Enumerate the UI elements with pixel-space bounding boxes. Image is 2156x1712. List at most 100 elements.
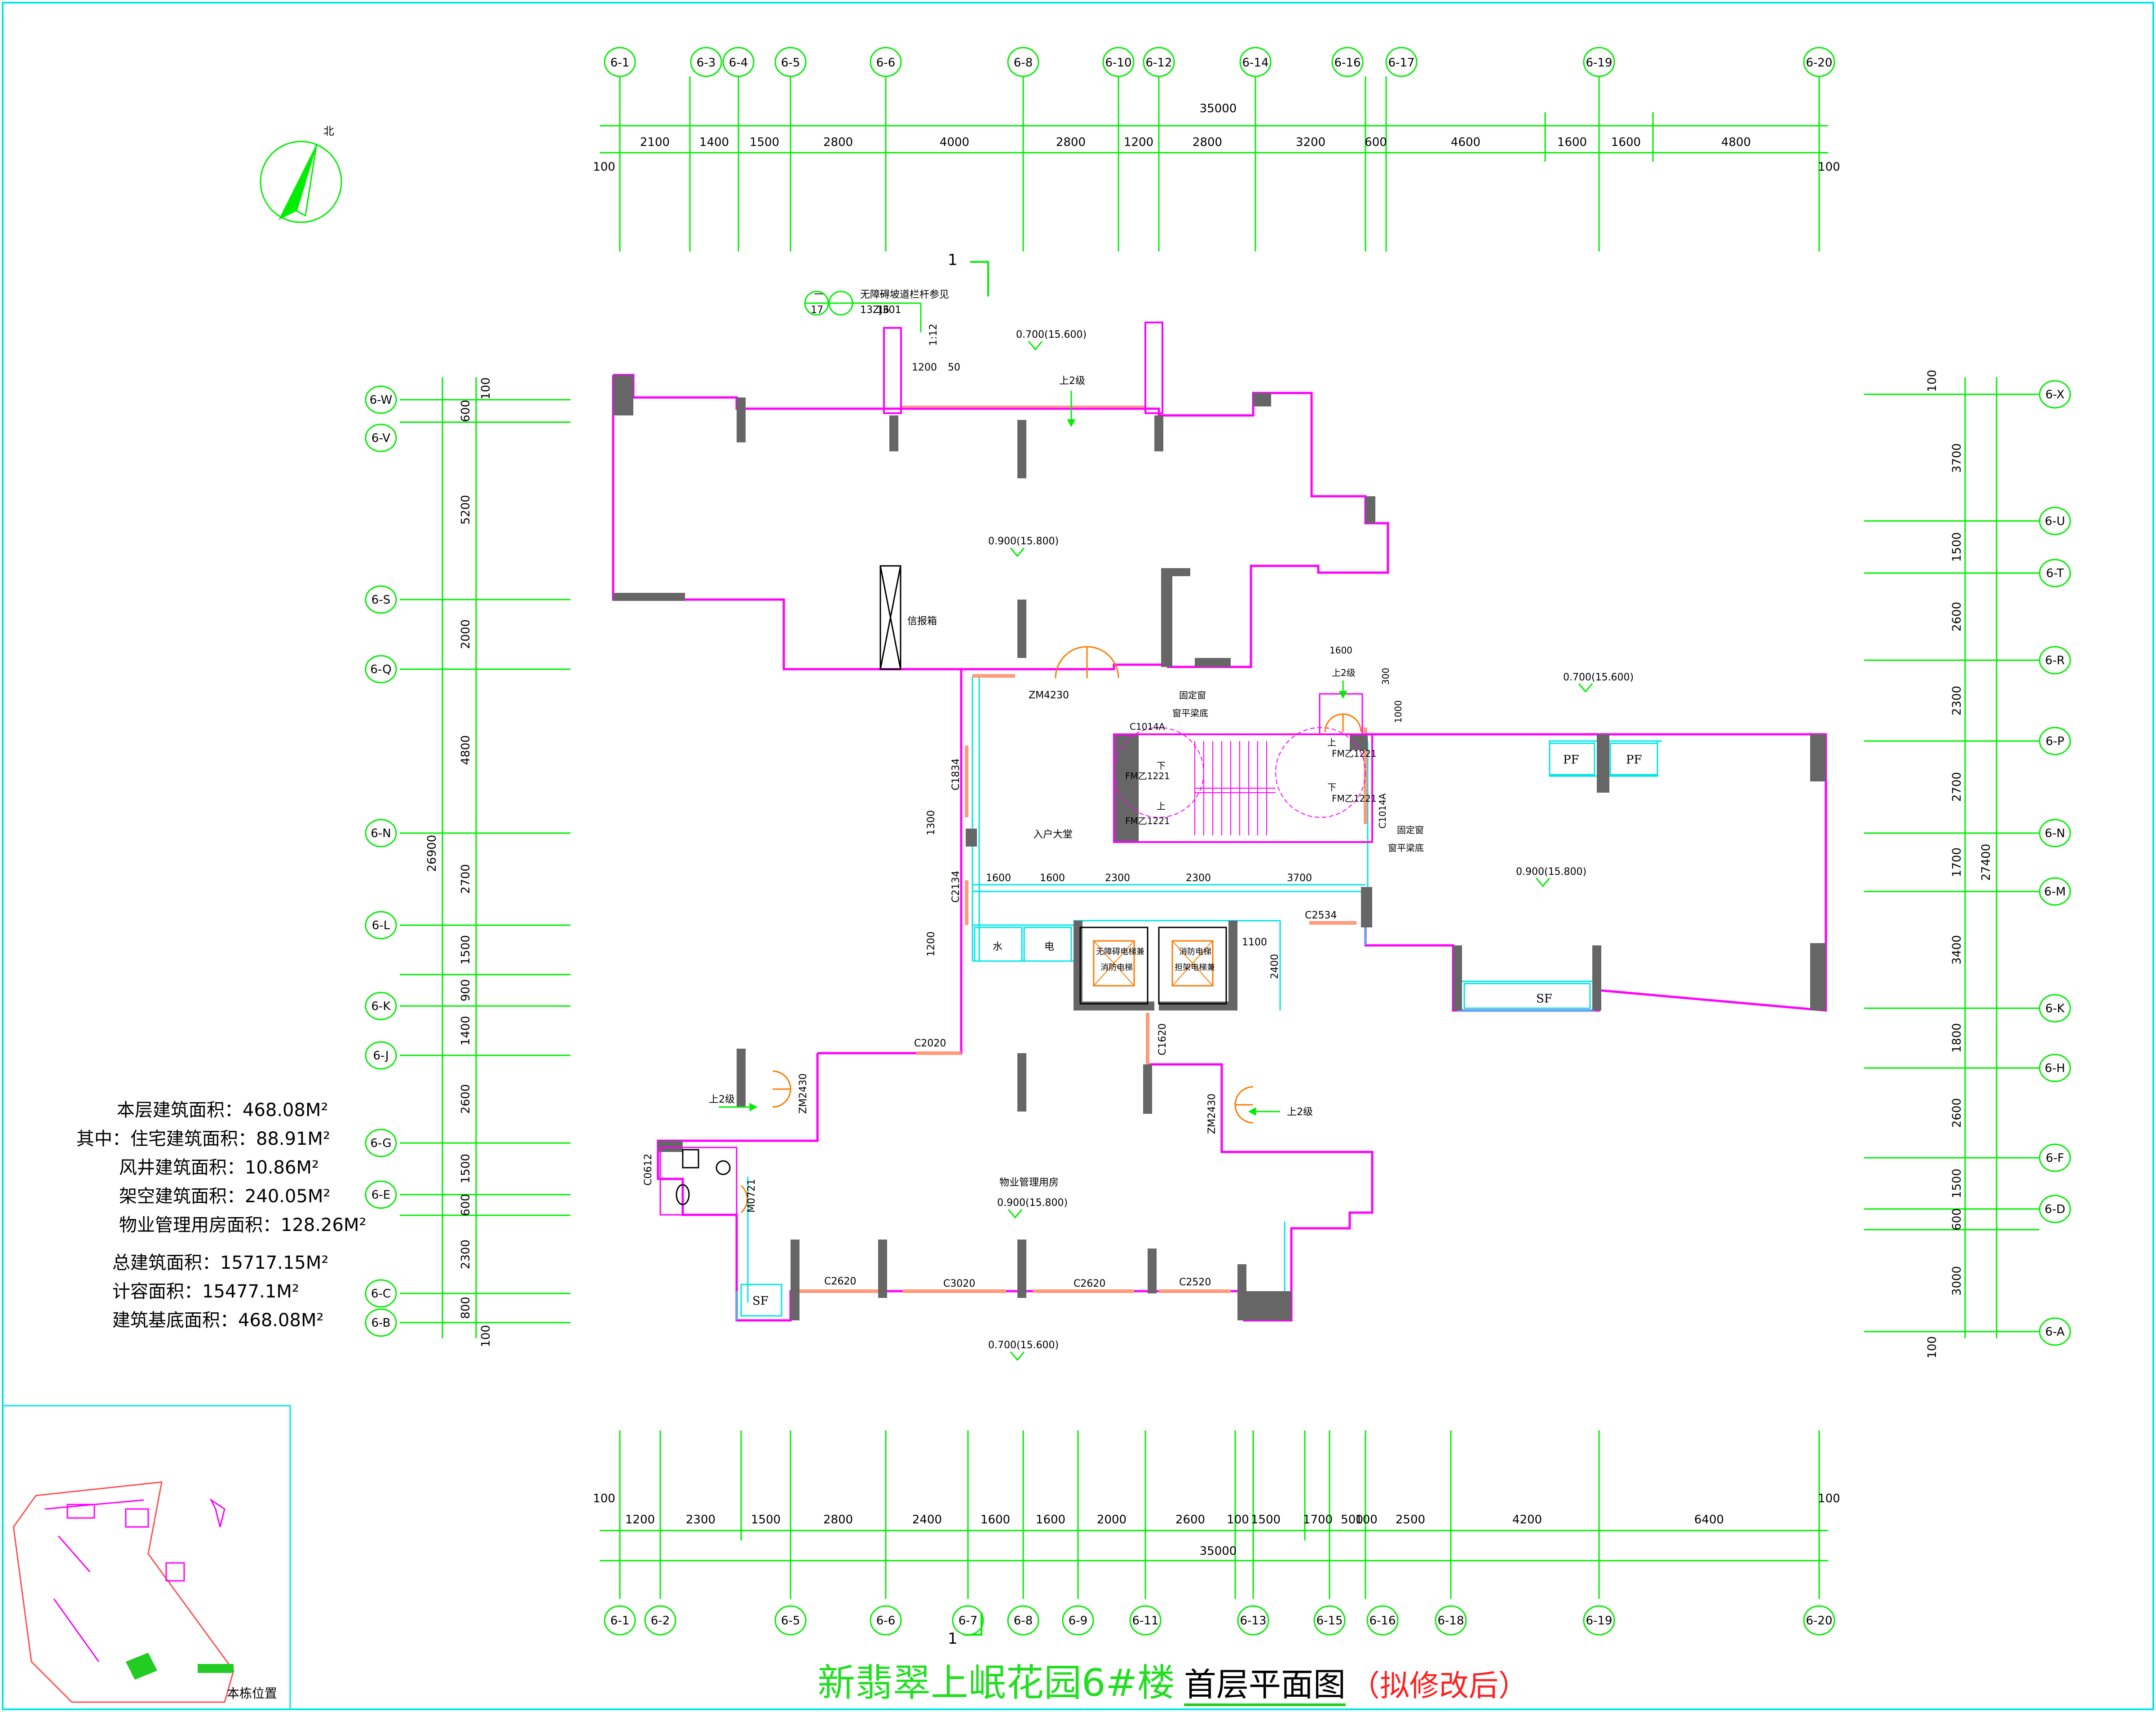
elev-right: 0.900(15.800) <box>1516 866 1586 878</box>
dim-left-1: 600 <box>459 400 473 422</box>
axis-left-v: 6-V <box>371 432 390 445</box>
elev-bottom: 0.700(15.600) <box>988 1340 1059 1351</box>
sill-note-right: 窗平梁底 <box>1388 843 1424 853</box>
axis-right-t: 6-T <box>2046 567 2064 580</box>
axis-bottom-18: 6-18 <box>1437 1614 1464 1628</box>
axis-bottom-19: 6-19 <box>1586 1614 1612 1628</box>
detail-b-bottom: 16 <box>877 304 889 316</box>
restroom <box>659 1147 748 1216</box>
axis-left-s: 6-S <box>371 593 390 607</box>
ramp-ref: 13ZJ301 <box>860 304 901 316</box>
axis-left-k: 6-K <box>371 1000 391 1013</box>
door-c1014a-right: C1014A <box>1377 793 1388 829</box>
dim-bottom-15: 2500 <box>1396 1513 1425 1527</box>
axis-left-j: 6-J <box>373 1049 389 1063</box>
site-map-label: 本栋位置 <box>227 1686 277 1701</box>
dim-bottom-end-left: 100 <box>593 1492 615 1505</box>
axis-bottom-20: 6-20 <box>1806 1614 1832 1628</box>
axis-bottom-8: 6-8 <box>1014 1614 1033 1628</box>
sf-right: SF <box>1536 992 1552 1006</box>
elec-room-label: 电 <box>1044 941 1054 953</box>
dim-right-4: 2300 <box>1950 686 1964 715</box>
dim-top-12: 1600 <box>1557 136 1587 149</box>
axis-right-a: 6-A <box>2045 1325 2064 1339</box>
hall-dim-2: 1600 <box>1040 873 1065 884</box>
bottom-dimension-group <box>600 1430 1828 1599</box>
axis-bottom-11: 6-11 <box>1132 1614 1158 1628</box>
window-c1620: C1620 <box>1157 1024 1168 1055</box>
elev-hall: 0.900(15.800) <box>988 536 1059 547</box>
dim-right-6: 1700 <box>1950 847 1964 877</box>
dim-bottom-1: 1200 <box>625 1513 655 1527</box>
dim-right-end-top: 100 <box>1926 370 1939 392</box>
axis-top-6: 6-6 <box>876 56 895 70</box>
hall-dim-3: 2300 <box>1105 873 1130 884</box>
sf-left: SF <box>752 1294 769 1308</box>
window-c1834: C1834 <box>950 759 962 790</box>
dim-right-5: 2700 <box>1950 772 1964 802</box>
axis-top-19: 6-19 <box>1586 56 1612 70</box>
door-fm2: FM乙1221 <box>1125 816 1170 826</box>
shaft-boxes <box>740 742 1658 1317</box>
dim-bottom-total: 35000 <box>1200 1544 1237 1558</box>
stairs-up-right: 上2级 <box>1332 667 1356 678</box>
door-m0721: M0721 <box>746 1179 757 1213</box>
mailbox-icon <box>879 565 901 670</box>
axis-bottom-13: 6-13 <box>1240 1614 1266 1628</box>
area-summary-table: 本层建筑面积：468.08M² 其中：住宅建筑面积：88.91M² 风井建筑面积… <box>67 1096 367 1335</box>
dim-left-7: 900 <box>459 979 473 1002</box>
accessible-ramp <box>883 322 1163 414</box>
fixed-window-right: 固定窗 <box>1397 825 1424 835</box>
detail-b-top: 一 <box>879 289 889 300</box>
dim-top-4: 2800 <box>823 136 853 149</box>
stair-down-1: 下 <box>1157 760 1166 771</box>
door-fm1: FM乙1221 <box>1125 771 1170 781</box>
area-counted: 计容面积：15477.1M² <box>112 1281 299 1302</box>
dim-left-end-bottom: 100 <box>479 1325 493 1347</box>
axis-top-14: 6-14 <box>1242 56 1268 70</box>
dim-top-9: 3200 <box>1296 136 1325 149</box>
window-c0612: C0612 <box>643 1154 654 1186</box>
right-axis-bubbles <box>2039 380 2071 1346</box>
water-room-label: 水 <box>993 941 1003 953</box>
drawing-title-block: 新翡翠上岷花园6#楼首层平面图（拟修改后） <box>817 1653 1528 1707</box>
dim-left-2: 5200 <box>459 495 473 525</box>
stairs-up-right-2: 上2级 <box>1287 1107 1313 1118</box>
dim-bottom-9: 2600 <box>1175 1513 1205 1527</box>
stair-down-2: 下 <box>1327 782 1336 793</box>
drawing-subtitle: 首层平面图 <box>1184 1666 1346 1706</box>
exterior-wall-outline <box>612 374 1827 1322</box>
axis-left-q: 6-Q <box>370 663 391 676</box>
dim-left-13: 800 <box>459 1297 473 1319</box>
elevator2-label-b: 担架电梯兼 <box>1175 963 1215 972</box>
dim-top-1: 2100 <box>640 136 670 149</box>
dim-1300: 1300 <box>926 810 937 835</box>
area-total: 总建筑面积：15717.15M² <box>112 1253 329 1273</box>
area-residential: 其中：住宅建筑面积：88.91M² <box>76 1129 331 1149</box>
dim-right-10: 1500 <box>1950 1169 1964 1198</box>
structural-columns <box>613 375 1826 1320</box>
axis-left-l: 6-L <box>372 919 390 932</box>
door-zm4230: ZM4230 <box>1029 690 1069 701</box>
ramp-width: 1200 <box>912 362 937 373</box>
dim-left-9: 2600 <box>459 1084 473 1114</box>
dim-right-7: 3400 <box>1950 935 1964 965</box>
axis-right-d: 6-D <box>2045 1203 2065 1216</box>
area-footprint: 建筑基底面积：468.08M² <box>112 1310 324 1331</box>
axis-top-20: 6-20 <box>1806 56 1832 70</box>
compass-icon <box>260 141 342 223</box>
dim-left-4: 4800 <box>459 735 473 765</box>
axis-top-16: 6-16 <box>1334 56 1361 70</box>
window-c2520: C2520 <box>1179 1277 1211 1288</box>
entrance-door-icons <box>772 646 1362 1124</box>
dim-300: 300 <box>1380 668 1391 685</box>
dim-top-end-right: 100 <box>1818 160 1840 174</box>
elev-top: 0.700(15.600) <box>1016 329 1087 340</box>
section-mark-bottom-label: 1 <box>948 1630 958 1648</box>
door-fm3: FM乙1221 <box>1332 748 1377 759</box>
elevator1-label-b: 消防电梯 <box>1100 963 1133 972</box>
elevator1-label-a: 无障碍电梯兼 <box>1096 947 1144 957</box>
elev-property: 0.900(15.800) <box>997 1197 1068 1209</box>
ramp-t: 50 <box>948 362 960 373</box>
